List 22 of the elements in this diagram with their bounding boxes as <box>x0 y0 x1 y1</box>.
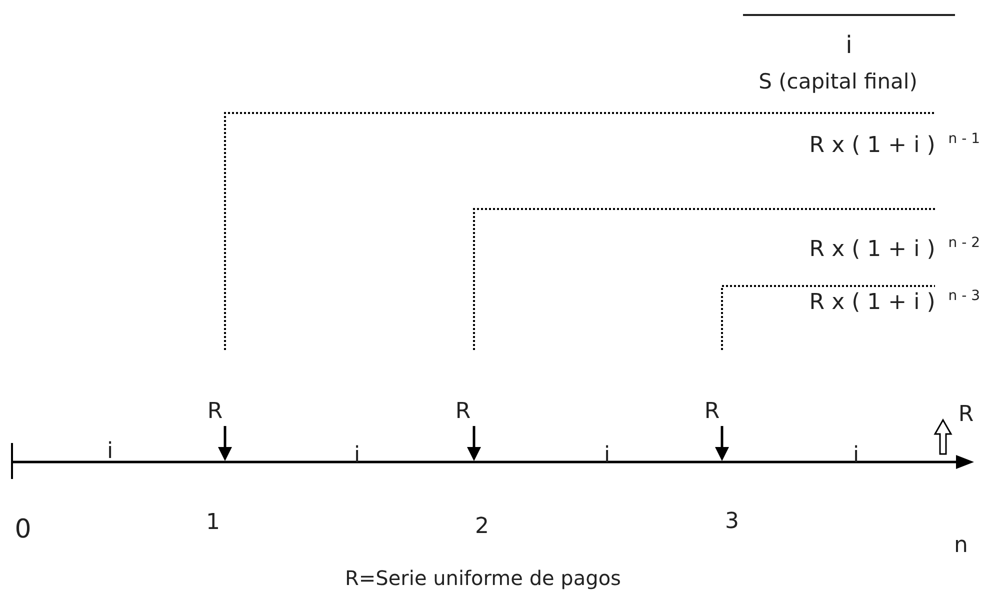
future-value-formula: R x ( 1 + i ) $^{n - 1}$ <box>730 114 980 158</box>
payment-label: R <box>452 400 474 424</box>
payment-label: R <box>958 402 974 428</box>
fraction-denominator: i <box>846 32 852 58</box>
period-number: 2 <box>475 514 489 540</box>
guide-line <box>721 285 935 350</box>
period-number: n <box>954 534 968 558</box>
caption: R=Serie uniforme de pagos <box>345 567 621 589</box>
period-number: 1 <box>206 510 220 536</box>
result-label: S (capital final) <box>758 70 918 94</box>
interest-label: i <box>106 440 114 464</box>
interest-label: i <box>354 444 360 468</box>
future-value-formula: R x ( 1 + i ) $^{n - 3}$ <box>730 287 980 317</box>
interest-label: i <box>852 444 860 468</box>
period-number: 0 <box>14 516 32 544</box>
interest-label: i <box>604 444 610 468</box>
payment-label: R <box>204 400 226 424</box>
future-value-formula: R x ( 1 + i ) $^{n - 2}$ <box>730 210 980 262</box>
guide-line <box>224 112 935 350</box>
guide-line <box>473 208 935 350</box>
payment-label: R <box>701 400 723 424</box>
period-number: 3 <box>725 510 739 534</box>
